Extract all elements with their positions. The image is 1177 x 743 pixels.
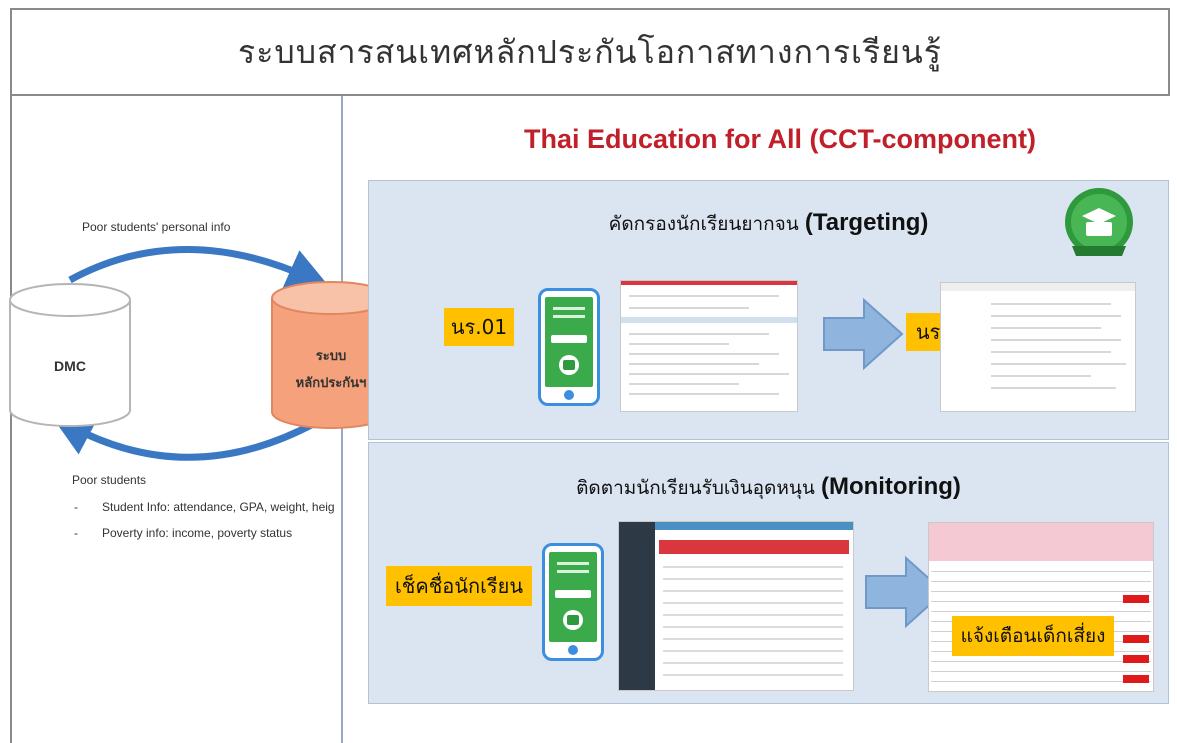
monitoring-flow-arrow: [865, 556, 946, 628]
nr02-form-screenshot: [940, 282, 1136, 412]
arrow-to-dmc: [51, 416, 317, 461]
arrow-to-system: [68, 246, 330, 289]
targeting-flow-arrow: [823, 298, 904, 370]
risk-alert-screenshot: [928, 522, 1154, 692]
title-bar: ระบบสารสนเทศหลักประกันโอกาสทางการเรียนรู…: [10, 8, 1170, 96]
check-attendance-tag: เช็คชื่อนักเรียน: [386, 566, 532, 606]
info-list: -Student Info: attendance, GPA, weight, …: [74, 500, 342, 552]
poor-students-title: Poor students: [72, 473, 147, 487]
top-arrow-label: Poor students' personal info: [82, 220, 231, 234]
list-item: -Student Info: attendance, GPA, weight, …: [74, 500, 335, 514]
system-database-icon: [271, 281, 391, 429]
system-label-line1: ระบบ: [315, 348, 347, 363]
nr01-form-screenshot: [620, 280, 798, 412]
targeting-heading: คัดกรองนักเรียนยากจน (Targeting): [608, 209, 929, 236]
form-nr01-tag: นร.01: [444, 308, 514, 346]
list-item: -Poverty info: income, poverty status: [74, 526, 293, 540]
page-title: ระบบสารสนเทศหลักประกันโอกาสทางการเรียนรู…: [238, 32, 942, 71]
main-heading: Thai Education for All (CCT-component): [524, 124, 1036, 154]
graduation-badge-icon: [1065, 188, 1133, 256]
system-label-line2: หลักประกันฯ: [295, 375, 367, 390]
monitoring-heading: ติดตามนักเรียนรับเงินอุดหนุน (Monitoring…: [576, 473, 961, 500]
data-flow-arrows: [51, 246, 330, 461]
mobile-app-icon: [542, 543, 604, 661]
mobile-app-icon: [538, 288, 600, 406]
left-border: [10, 96, 12, 743]
dmc-label: DMC: [54, 358, 86, 374]
dmc-database-icon: [9, 283, 131, 427]
risk-alert-tag: แจ้งเตือนเด็กเสี่ยง: [952, 616, 1114, 656]
attendance-dashboard-screenshot: [618, 521, 854, 691]
